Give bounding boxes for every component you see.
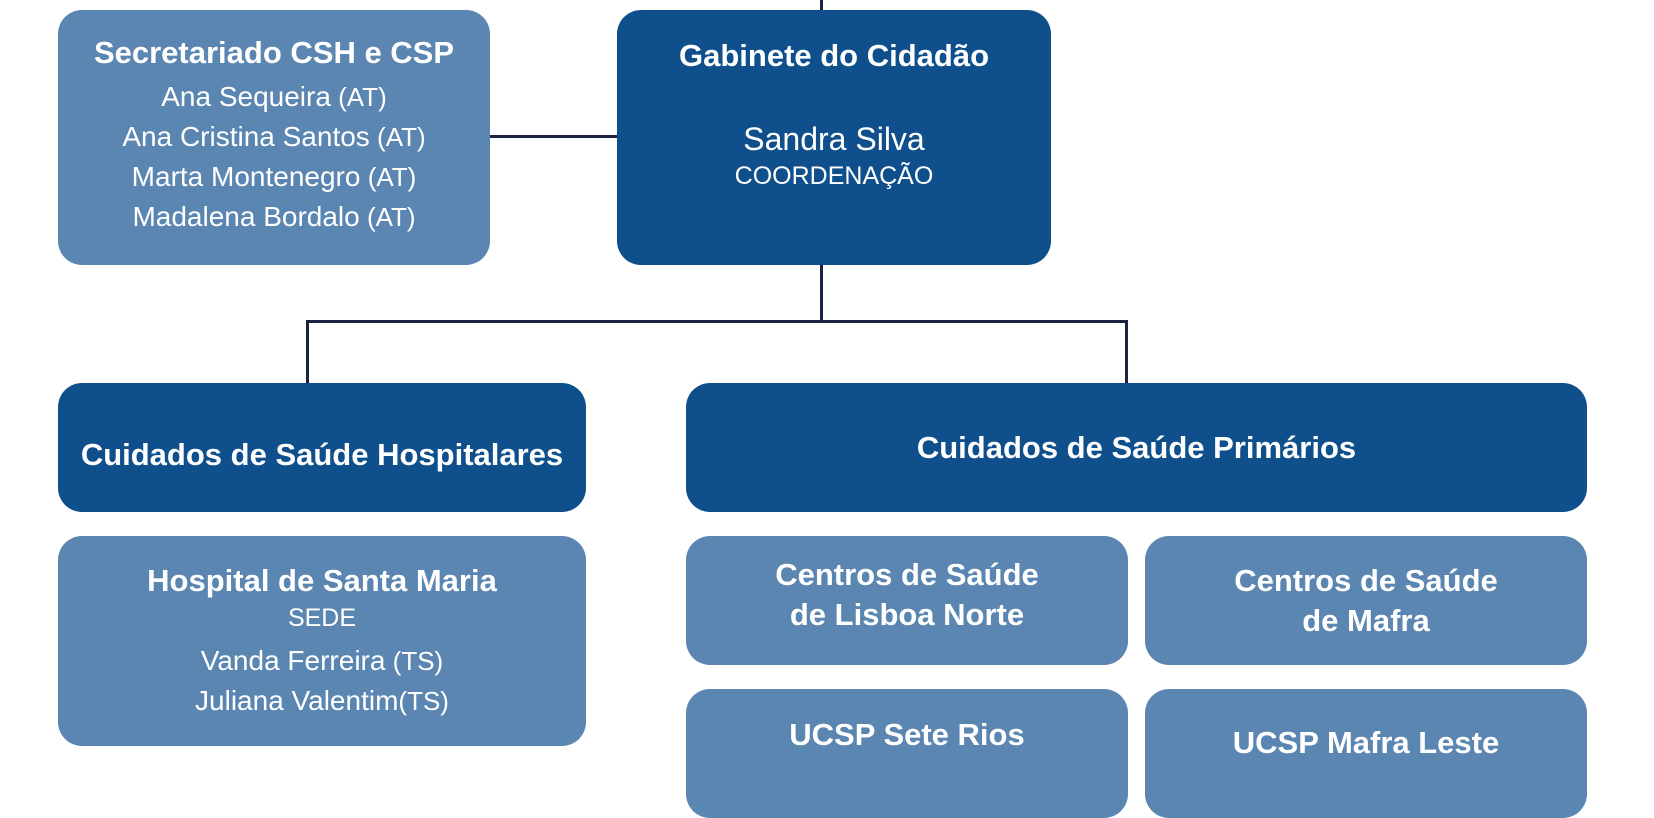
ucsp-mafra-leste: UCSP Mafra Leste: [1145, 689, 1587, 818]
secretariat-member: Ana Cristina Santos (AT): [122, 120, 426, 152]
cabinet-box: Gabinete do Cidadão Sandra Silva COORDEN…: [617, 10, 1051, 265]
connector-top: [820, 0, 823, 10]
primary-care-box: Cuidados de Saúde Primários: [686, 383, 1587, 512]
secretariat-box: Secretariado CSH e CSP Ana Sequeira (AT)…: [58, 10, 490, 265]
hospital-care-box: Cuidados de Saúde Hospitalares: [58, 383, 586, 512]
primary-care-title: Cuidados de Saúde Primários: [916, 429, 1357, 465]
health-center-mafra: Centros de Saúde de Mafra: [1145, 536, 1587, 665]
health-center-line: Centros de Saúde: [1234, 562, 1498, 598]
health-center-line: de Lisboa Norte: [789, 596, 1025, 632]
hospital-member: Juliana Valentim(TS): [195, 685, 449, 716]
connector-cabinet-down: [820, 264, 823, 322]
secretariat-member: Ana Sequeira (AT): [161, 80, 387, 112]
cabinet-person: Sandra Silva: [743, 121, 925, 157]
secretariat-member: Marta Montenegro (AT): [131, 160, 417, 192]
hospital-subtitle: SEDE: [287, 604, 357, 632]
connector-horizontal: [306, 320, 1128, 323]
ucsp-label: UCSP Sete Rios: [789, 717, 1025, 752]
secretariat-title: Secretariado CSH e CSP: [93, 34, 455, 70]
health-center-line: de Mafra: [1302, 602, 1430, 638]
hospital-box: Hospital de Santa Maria SEDE Vanda Ferre…: [58, 536, 586, 746]
connector-right-down: [1125, 320, 1128, 383]
hospital-care-title: Cuidados de Saúde Hospitalares: [80, 436, 564, 472]
connector-secretariat: [490, 135, 617, 138]
health-center-lisboa-norte: Centros de Saúde de Lisboa Norte: [686, 536, 1128, 665]
ucsp-sete-rios: UCSP Sete Rios: [686, 689, 1128, 818]
secretariat-member: Madalena Bordalo (AT): [132, 200, 416, 232]
cabinet-title: Gabinete do Cidadão: [678, 38, 990, 73]
ucsp-label: UCSP Mafra Leste: [1232, 725, 1500, 760]
health-center-line: Centros de Saúde: [775, 556, 1039, 592]
cabinet-position: COORDENAÇÃO: [734, 162, 934, 190]
hospital-title: Hospital de Santa Maria: [147, 563, 497, 598]
connector-left-down: [306, 320, 309, 383]
hospital-member: Vanda Ferreira (TS): [200, 645, 444, 676]
